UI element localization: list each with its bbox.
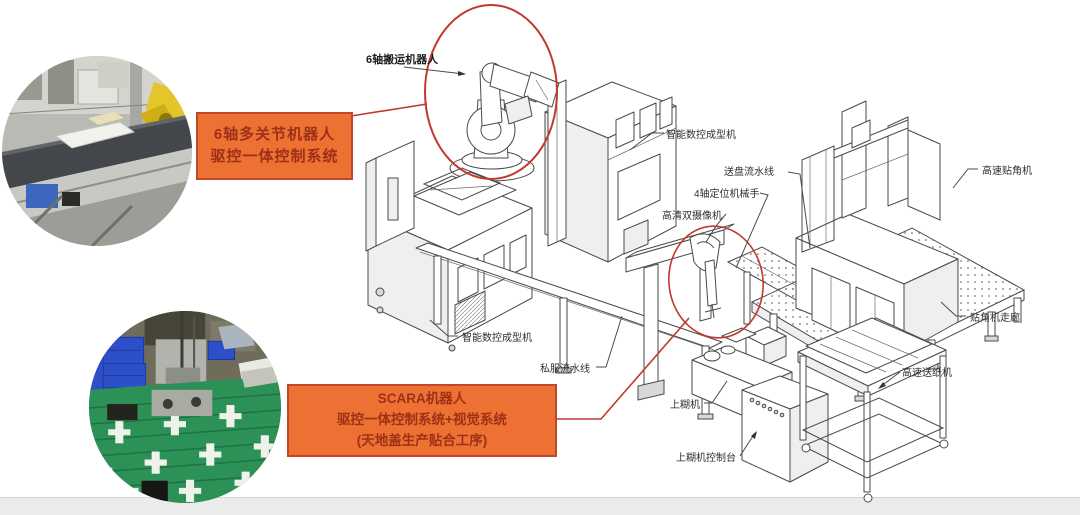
label-hd-dual-camera: 高清双摄像机 bbox=[662, 211, 722, 222]
callout2-connector bbox=[557, 317, 690, 420]
label-paper-feeder: 高速送纸机 bbox=[902, 368, 952, 379]
callout-line: 6轴多关节机器人 bbox=[213, 125, 336, 143]
robot-6axis bbox=[449, 62, 560, 182]
label-cnc-former-left: 智能数控成型机 bbox=[462, 333, 532, 344]
label-servo-line: 私服流水线 bbox=[540, 364, 590, 375]
label-corner-paster: 高速贴角机 bbox=[982, 166, 1032, 177]
callout-line: 驱控一体控制系统 bbox=[210, 148, 339, 165]
robot-cell-photo-art bbox=[2, 56, 192, 246]
callout-line: (天地盖生产贴合工序) bbox=[356, 432, 488, 448]
console-gluer bbox=[741, 375, 829, 483]
label-positioner-4axis: 4轴定位机械手 bbox=[694, 189, 760, 200]
machine-cnc-center bbox=[544, 79, 677, 263]
highlight-ellipse-camera bbox=[668, 225, 764, 339]
highlight-ellipse-robot bbox=[424, 4, 558, 180]
label-handling-robot: 6轴搬运机器人 bbox=[366, 54, 439, 66]
machine-paper-feeder bbox=[797, 317, 949, 503]
red-annotations bbox=[350, 4, 764, 420]
callout-line: 驱控一体控制系统+视觉系统 bbox=[337, 412, 507, 428]
label-cnc-former-top: 智能数控成型机 bbox=[666, 130, 736, 141]
callout1-connector bbox=[350, 103, 428, 117]
green-conveyor-photo bbox=[89, 311, 281, 503]
label-gluer-console: 上糊机控制台 bbox=[676, 453, 736, 464]
robot-cell-photo bbox=[2, 56, 192, 246]
callout-line: SCARA机器人 bbox=[377, 391, 467, 407]
machine-corner-paster bbox=[795, 100, 959, 353]
label-tray-line: 送盘流水线 bbox=[724, 167, 774, 178]
callout-scara-robot-system: SCARA机器人 驱控一体控制系统+视觉系统 (天地盖生产贴合工序) bbox=[287, 384, 557, 457]
green-conveyor-photo-art bbox=[89, 311, 281, 503]
leader-lines bbox=[403, 66, 978, 457]
label-paster-corridor: 贴角机走廊 bbox=[970, 313, 1020, 324]
bottom-bar bbox=[0, 497, 1080, 515]
callout-six-axis-robot-system: 6轴多关节机器人 驱控一体控制系统 bbox=[196, 112, 353, 180]
label-gluer: 上糊机 bbox=[670, 400, 700, 411]
